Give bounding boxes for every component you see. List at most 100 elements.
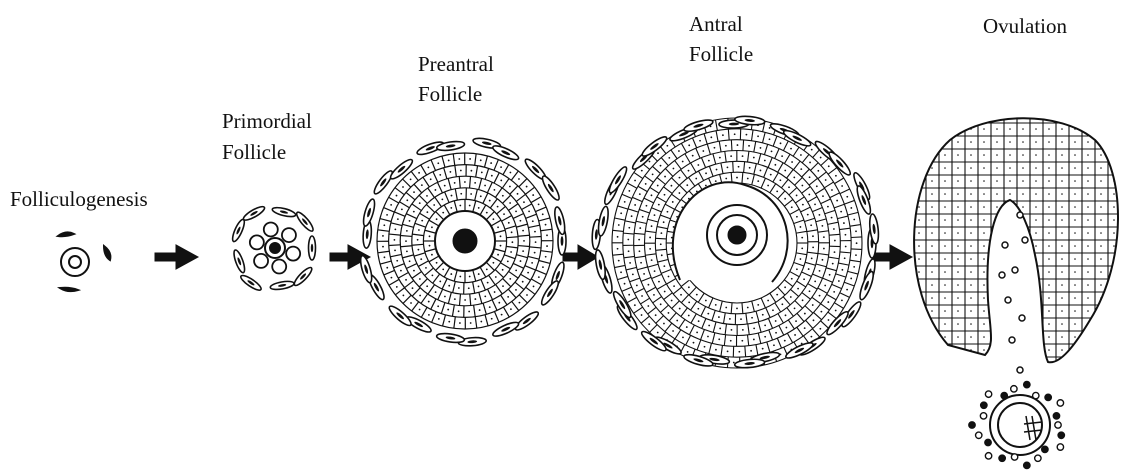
antral-granulosa-cell-nucleus: [835, 175, 837, 177]
preantral-granulosa-cell-nucleus: [394, 228, 396, 230]
preantral-granulosa-cell-wall: [502, 179, 509, 188]
preantral-granulosa-cell-wall: [390, 254, 401, 256]
ruptured-follicle-cell-nucleus: [1061, 232, 1063, 234]
ruptured-follicle-cell-nucleus: [1074, 115, 1076, 117]
preantral-granulosa-cell-nucleus: [396, 286, 398, 288]
antral-granulosa-cell-nucleus: [639, 227, 641, 229]
preantral-granulosa-cell-nucleus: [546, 234, 548, 236]
ruptured-follicle-cell-nucleus: [1022, 232, 1024, 234]
ruptured-follicle-cell-nucleus: [957, 310, 959, 312]
preantral-oocyte-nucleus: [453, 229, 477, 253]
preantral-granulosa-cell-wall: [491, 256, 501, 262]
preantral-granulosa-cell-nucleus: [469, 276, 471, 278]
ruptured-follicle-cell-nucleus: [931, 206, 933, 208]
ruptured-follicle-cell-nucleus: [944, 258, 946, 260]
antral-granulosa-cell-wall: [625, 221, 636, 223]
preantral-granulosa-cell-nucleus: [469, 158, 471, 160]
antral-granulosa-cell-nucleus: [790, 148, 792, 150]
preantral-granulosa-cell-wall: [414, 184, 422, 193]
antral-granulosa-cell-nucleus: [649, 161, 651, 163]
ruptured-follicle-cell-nucleus: [1087, 310, 1089, 312]
antral-granulosa-cell-wall: [623, 233, 634, 234]
preantral-granulosa-cell-nucleus: [444, 185, 446, 187]
ruptured-follicle-cell-nucleus: [1087, 193, 1089, 195]
antral-granulosa-cell-wall: [761, 298, 765, 308]
antral-granulosa-cell-nucleus: [651, 259, 653, 261]
ruptured-follicle-cell-nucleus: [905, 115, 907, 117]
antral-granulosa-cell-nucleus: [678, 150, 680, 152]
ruptured-follicle-cell-nucleus: [944, 362, 946, 364]
ruptured-follicle-cell-nucleus: [931, 180, 933, 182]
preantral-granulosa-cell-nucleus: [436, 218, 438, 220]
antral-granulosa-cell-wall: [681, 308, 688, 317]
preantral-granulosa-cell-wall: [494, 160, 498, 171]
ruptured-follicle-cell-nucleus: [1087, 349, 1089, 351]
preantral-granulosa-cell-nucleus: [406, 199, 408, 201]
antral-granulosa-cell-nucleus: [775, 332, 777, 334]
ruptured-follicle-cell-nucleus: [996, 258, 998, 260]
antral-granulosa-cell-wall: [781, 179, 788, 187]
preantral-granulosa-cell-nucleus: [545, 224, 547, 226]
antral-granulosa-cell-wall: [660, 305, 668, 312]
ruptured-follicle-cell-nucleus: [983, 141, 985, 143]
preantral-granulosa-cell-nucleus: [451, 195, 453, 197]
ruptured-follicle-cell-nucleus: [957, 258, 959, 260]
preantral-granulosa-cell-nucleus: [449, 171, 451, 173]
preantral-granulosa-cell-wall: [530, 237, 542, 238]
preantral-granulosa-cell-nucleus: [522, 250, 524, 252]
ruptured-follicle-cell-nucleus: [905, 167, 907, 169]
antral-granulosa-cell-wall: [634, 288, 644, 293]
ruptured-follicle-cell-nucleus: [1035, 154, 1037, 156]
preantral-granulosa-cell-wall: [503, 279, 511, 287]
preantral-granulosa-cell-nucleus: [426, 195, 428, 197]
ruptured-follicle-cell-nucleus: [1009, 349, 1011, 351]
ruptured-follicle-cell-nucleus: [1087, 362, 1089, 364]
antral-granulosa-cell-wall: [791, 289, 799, 296]
antral-granulosa-cell-wall: [758, 154, 761, 164]
preantral-granulosa-cell-wall: [444, 168, 447, 179]
antral-granulosa-cell-wall: [790, 209, 800, 214]
antral-granulosa-cell-wall: [709, 166, 713, 176]
antral-granulosa-cell-nucleus: [796, 216, 798, 218]
preantral-granulosa-cell-nucleus: [493, 262, 495, 264]
preantral-granulosa-cell-nucleus: [425, 267, 427, 269]
ruptured-follicle-cell-nucleus: [1087, 271, 1089, 273]
preantral-granulosa-cell-wall: [399, 202, 409, 208]
antral-granulosa-cell-nucleus: [791, 206, 793, 208]
antral-granulosa-cell-wall: [779, 325, 784, 335]
preantral-granulosa-cell-wall: [485, 315, 488, 326]
ruptured-follicle-cell-nucleus: [1113, 297, 1115, 299]
preantral-granulosa-cell-wall: [428, 285, 435, 295]
preantral-granulosa-cell-wall: [429, 256, 439, 262]
preantral-granulosa-cell-wall: [494, 230, 505, 233]
antral-granulosa-cell-wall: [793, 161, 800, 170]
corona-cell: [1033, 392, 1039, 398]
ruptured-follicle-cell-nucleus: [918, 206, 920, 208]
corona-cell: [985, 391, 991, 397]
preantral-granulosa-cell-nucleus: [448, 321, 450, 323]
preantral-granulosa-cell-nucleus: [520, 260, 522, 262]
preantral-granulosa-cell-nucleus: [433, 204, 435, 206]
antral-granulosa-cell-nucleus: [821, 225, 823, 227]
preantral-granulosa-cell-nucleus: [464, 181, 466, 183]
preantral-granulosa-cell-wall: [402, 255, 413, 258]
antral-granulosa-cell-wall: [645, 176, 654, 182]
antral-granulosa-cell-wall: [719, 141, 721, 152]
preantral-granulosa-cell-wall: [518, 246, 530, 247]
ruptured-follicle-cell-nucleus: [944, 167, 946, 169]
antral-granulosa-cell-wall: [614, 265, 625, 267]
antral-granulosa-cell-nucleus: [660, 232, 662, 234]
ruptured-follicle-cell-nucleus: [1126, 128, 1128, 130]
antral-granulosa-cell-nucleus: [810, 224, 812, 226]
antral-granulosa-cell-nucleus: [664, 176, 666, 178]
ruptured-follicle-cell-nucleus: [1087, 206, 1089, 208]
antral-granulosa-cell-wall: [626, 267, 637, 270]
antral-granulosa-cell-nucleus: [634, 204, 636, 206]
ruptured-follicle-cell-nucleus: [918, 245, 920, 247]
antral-granulosa-cell-wall: [834, 303, 843, 309]
preantral-granulosa-cell-nucleus: [510, 308, 512, 310]
ruptured-follicle-cell-nucleus: [1035, 336, 1037, 338]
antral-granulosa-cell-nucleus: [682, 161, 684, 163]
preantral-granulosa-cell-wall: [453, 154, 455, 165]
preantral-granulosa-cell-wall: [412, 244, 424, 245]
